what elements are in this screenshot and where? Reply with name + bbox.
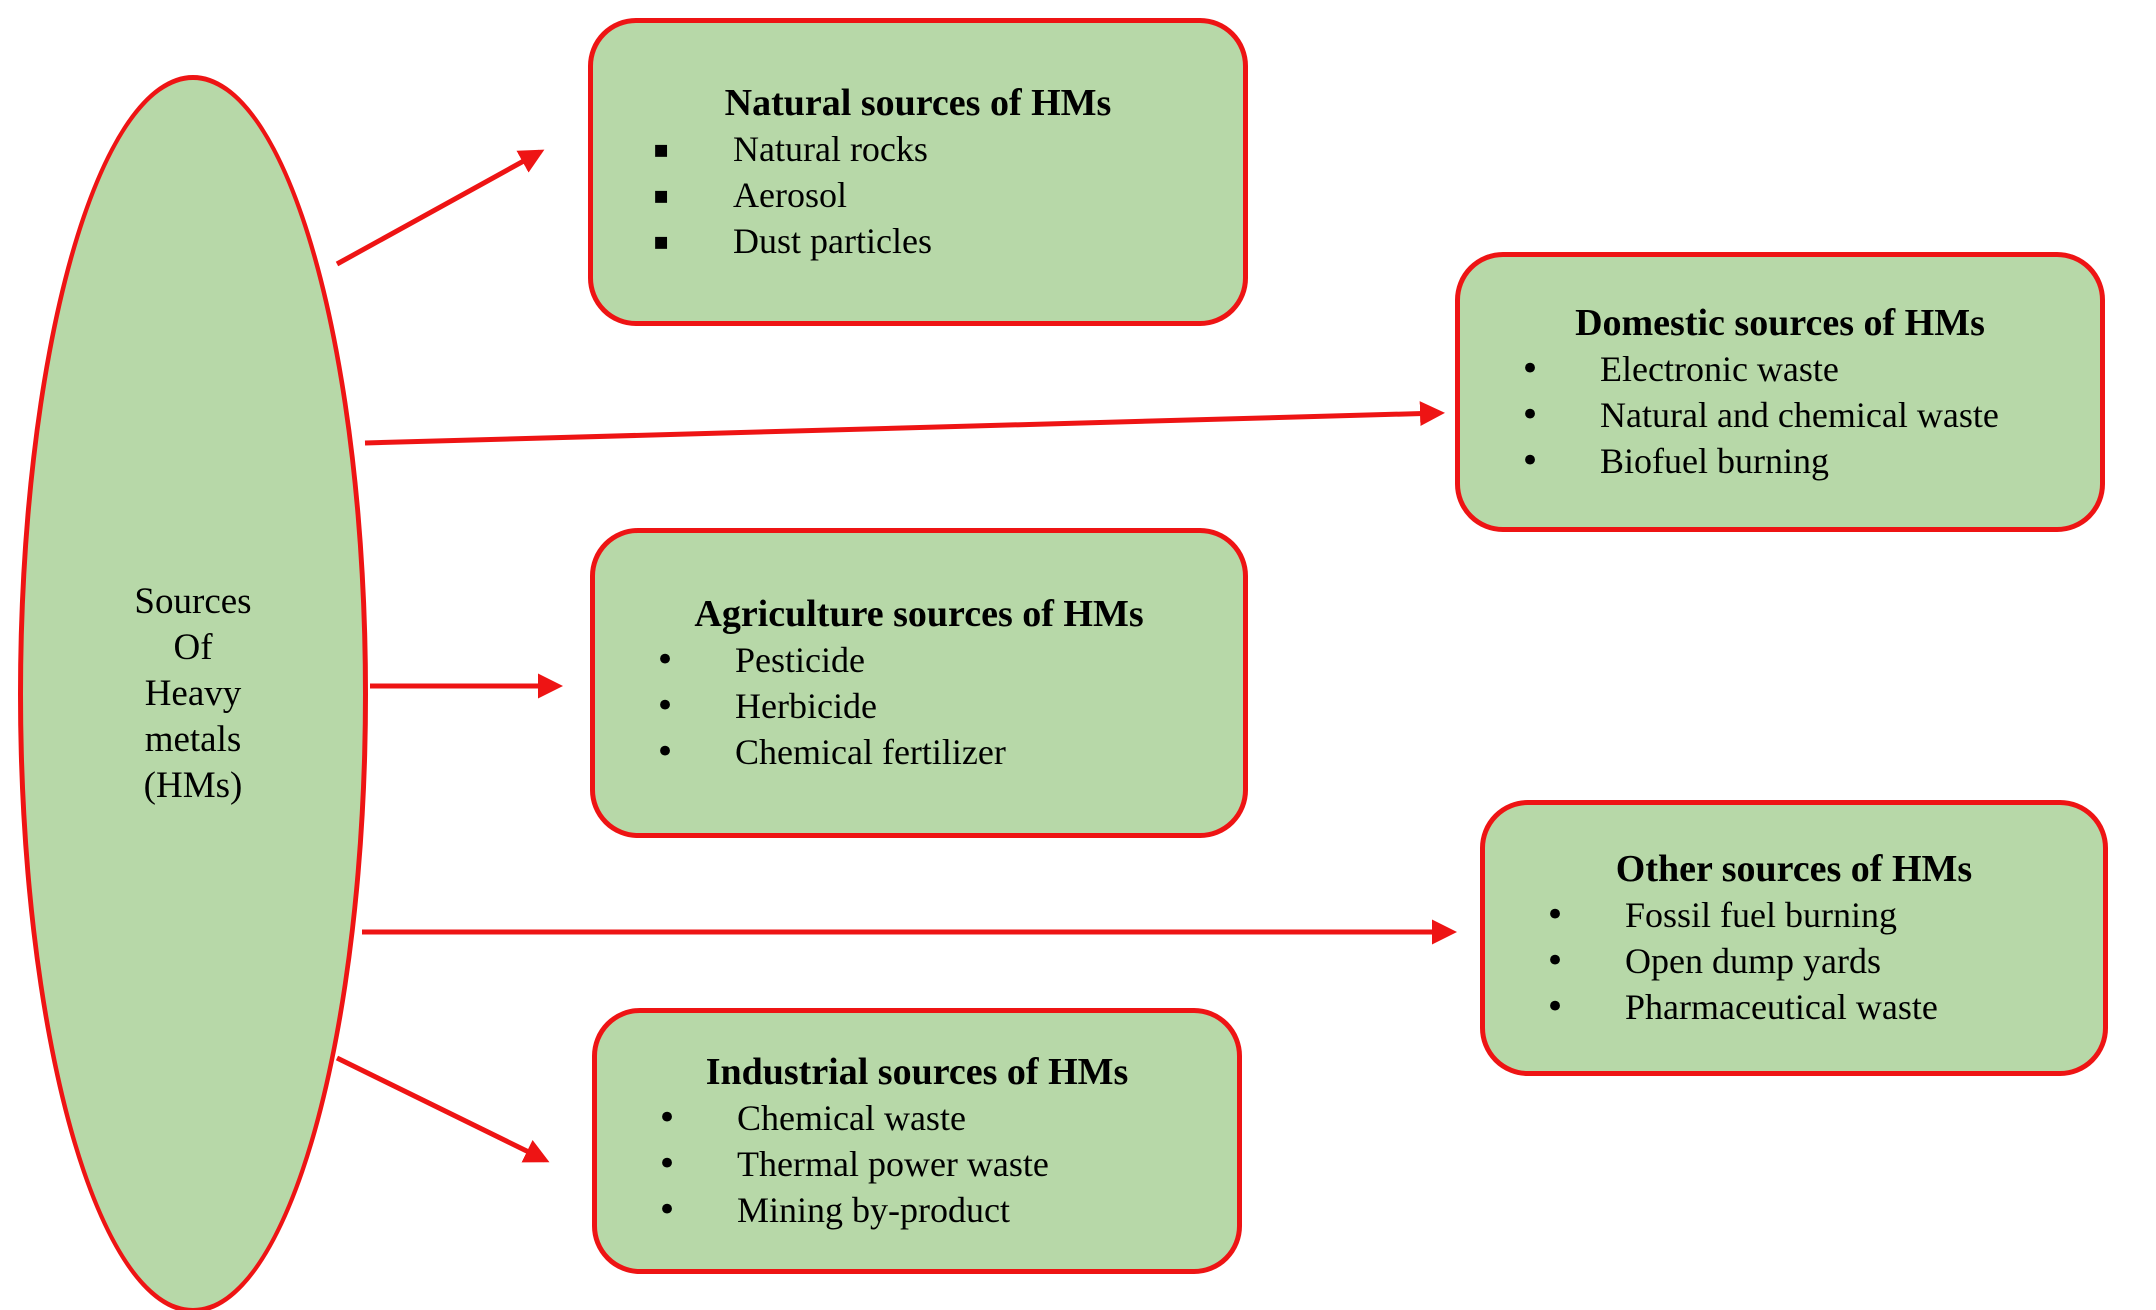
list-item: • Electronic waste (1480, 346, 2080, 392)
list-item-text: Pesticide (735, 640, 865, 680)
disc-bullet-icon: • (1545, 941, 1566, 981)
disc-bullet-icon: • (1520, 349, 1541, 389)
other-sources-box: Other sources of HMs • Fossil fuel burni… (1480, 800, 2108, 1076)
box-title: Domestic sources of HMs (1575, 302, 1985, 344)
box-title: Agriculture sources of HMs (694, 593, 1144, 635)
list-item-text: Fossil fuel burning (1625, 895, 1898, 935)
list-item: • Chemical waste (617, 1095, 1217, 1141)
ellipse-line: (HMs) (143, 765, 243, 806)
bullet-list: • Electronic waste • Natural and chemica… (1480, 346, 2080, 484)
disc-bullet-icon: • (1520, 395, 1541, 435)
disc-bullet-icon: • (1545, 895, 1566, 935)
bullet-list: • Chemical waste • Thermal power waste •… (617, 1095, 1217, 1233)
list-item: • Biofuel burning (1480, 438, 2080, 484)
bullet-list: • Pesticide • Herbicide • Chemical ferti… (615, 637, 1223, 775)
list-item-text: Thermal power waste (737, 1144, 1049, 1184)
list-item-text: Open dump yards (1625, 941, 1881, 981)
agriculture-sources-box: Agriculture sources of HMs • Pesticide •… (590, 528, 1248, 838)
bullet-list: ▪ Natural rocks ▪ Aerosol ▪ Dust particl… (613, 126, 1223, 264)
list-item-text: Electronic waste (1600, 349, 1839, 389)
list-item: • Thermal power waste (617, 1141, 1217, 1187)
box-title: Natural sources of HMs (724, 82, 1112, 124)
list-item: ▪ Natural rocks (613, 126, 1223, 172)
arrow-to-natural-box (335, 149, 545, 267)
list-item: • Pharmaceutical waste (1505, 984, 2083, 1030)
list-item: • Pesticide (615, 637, 1223, 683)
list-item-text: Natural and chemical waste (1600, 395, 1999, 435)
disc-bullet-icon: • (655, 686, 676, 726)
disc-bullet-icon: • (655, 640, 676, 680)
domestic-sources-box: Domestic sources of HMs • Electronic was… (1455, 252, 2105, 532)
natural-sources-box: Natural sources of HMs ▪ Natural rocks ▪… (588, 18, 1248, 326)
box-title: Industrial sources of HMs (705, 1051, 1129, 1093)
arrow-to-industrial-box (335, 1055, 550, 1163)
industrial-sources-box: Industrial sources of HMs • Chemical was… (592, 1008, 1242, 1274)
sources-of-heavy-metals-ellipse: Sources Of Heavy metals (HMs) (18, 75, 368, 1310)
disc-bullet-icon: • (657, 1144, 678, 1184)
ellipse-line: metals (144, 719, 242, 760)
list-item: • Chemical fertilizer (615, 729, 1223, 775)
list-item: • Herbicide (615, 683, 1223, 729)
list-item-text: Herbicide (735, 686, 877, 726)
disc-bullet-icon: • (657, 1098, 678, 1138)
ellipse-line: Sources (134, 581, 252, 622)
square-bullet-icon: ▪ (653, 181, 670, 209)
list-item-text: Natural rocks (733, 129, 928, 169)
bullet-list: • Fossil fuel burning • Open dump yards … (1505, 892, 2083, 1030)
disc-bullet-icon: • (1545, 987, 1566, 1027)
list-item: • Mining by-product (617, 1187, 1217, 1233)
list-item-text: Mining by-product (737, 1190, 1010, 1230)
disc-bullet-icon: • (655, 732, 676, 772)
list-item-text: Dust particles (733, 221, 932, 261)
list-item-text: Chemical waste (737, 1098, 966, 1138)
list-item-text: Pharmaceutical waste (1625, 987, 1938, 1027)
list-item-text: Chemical fertilizer (735, 732, 1006, 772)
list-item-text: Aerosol (733, 175, 847, 215)
list-item: ▪ Dust particles (613, 218, 1223, 264)
box-title: Other sources of HMs (1615, 848, 1973, 890)
square-bullet-icon: ▪ (653, 135, 670, 163)
ellipse-line: Heavy (144, 673, 242, 714)
list-item: • Open dump yards (1505, 938, 2083, 984)
ellipse-line: Of (173, 627, 213, 668)
disc-bullet-icon: • (1520, 441, 1541, 481)
list-item: • Fossil fuel burning (1505, 892, 2083, 938)
disc-bullet-icon: • (657, 1190, 678, 1230)
arrow-to-domestic-box (364, 401, 1445, 446)
square-bullet-icon: ▪ (653, 227, 670, 255)
list-item: ▪ Aerosol (613, 172, 1223, 218)
list-item-text: Biofuel burning (1600, 441, 1829, 481)
list-item: • Natural and chemical waste (1480, 392, 2080, 438)
